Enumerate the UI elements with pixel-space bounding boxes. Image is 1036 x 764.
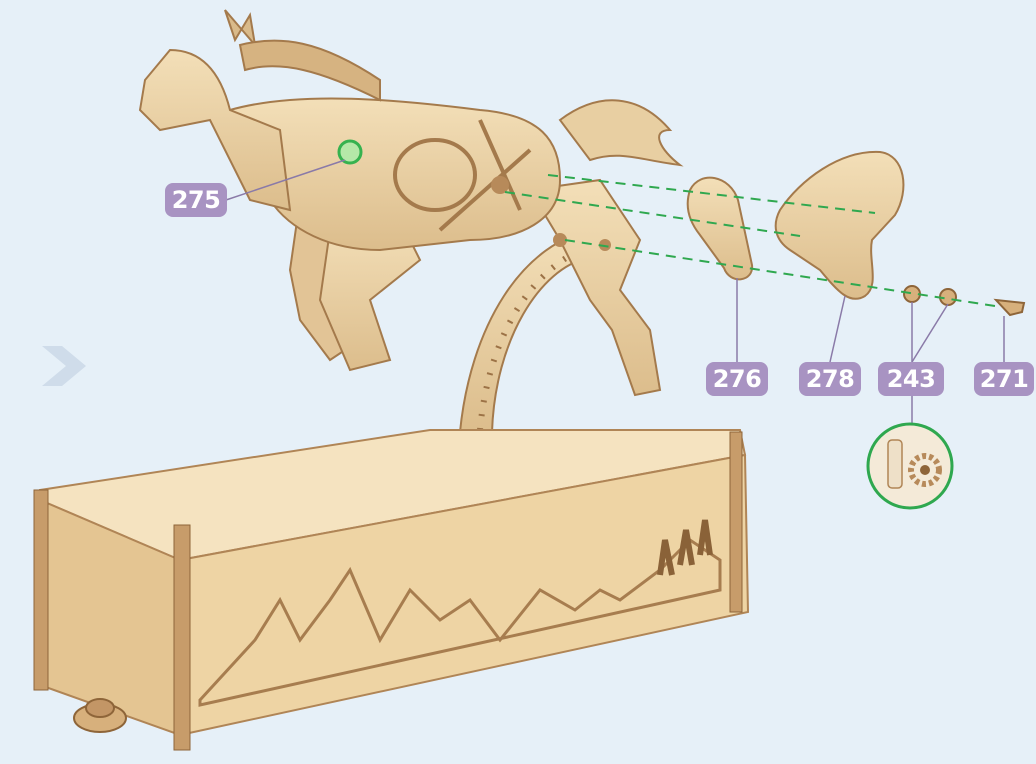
part-label-243: 243 [878,362,944,396]
base-box [34,430,748,750]
highlight-circle-icon [339,141,361,163]
part-271-piece [996,300,1024,315]
detail-zoom-icon [868,424,952,508]
part-label-271: 271 [974,362,1034,396]
part-label-276: 276 [706,362,768,396]
step-arrow-icon [42,346,86,386]
part-label-278: 278 [799,362,861,396]
part-278-piece [776,152,904,299]
part-label-275: 275 [165,183,227,217]
